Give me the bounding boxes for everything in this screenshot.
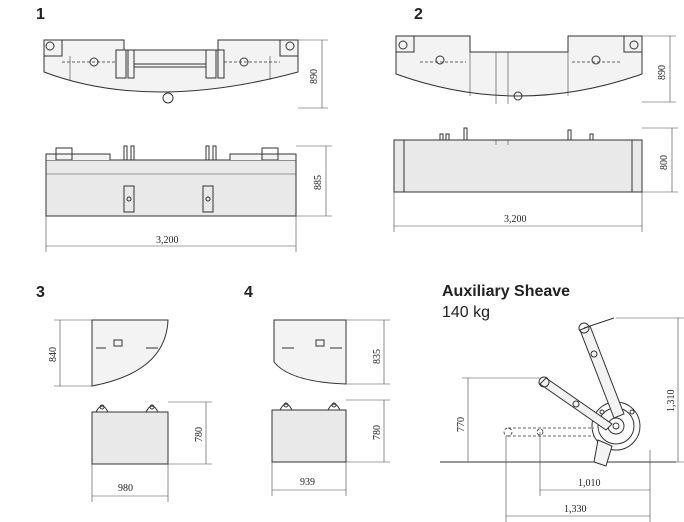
sheave-height-total-label: 1,310 [666,390,677,413]
figure-2-length-dimension: 3,200 [393,192,643,232]
sheave-reach-long-label: 1,330 [564,504,587,515]
figure-4-front-view [271,402,347,463]
sheave-title: Auxiliary Sheave [442,283,571,300]
figure-4-top-view [273,319,347,385]
figure-2-length-label: 3,200 [504,214,527,225]
sheave-height-total-dimension: 1,310 [616,317,684,463]
sheave-height-arm-dimension: 770 [456,377,540,462]
figure-4-top-height-dimension: 835 [346,319,390,385]
sheave-weight: 140 kg [442,304,491,321]
sheave-reach-long-dimension: 1,330 [505,436,650,522]
figure-1-top-height-label: 890 [309,69,320,84]
figure-3-number: 3 [36,284,45,301]
figure-2-side-height-dimension: 800 [642,127,678,193]
figure-1-length-label: 3,200 [156,235,179,246]
figure-3-top-height-dimension: 840 [48,319,92,387]
figure-1-side-height-label: 885 [313,175,324,190]
figure-2-top-height-label: 890 [657,65,668,80]
figure-1-top-view [43,39,299,104]
figure-2-top-view [395,35,643,104]
figure-2-side-height-label: 800 [659,155,670,170]
figure-4-width-label: 939 [300,477,315,488]
figure-3-width-label: 980 [118,483,133,494]
figure-1-side-view [45,145,297,217]
figure-4-top-height-label: 835 [372,349,383,364]
figure-2-side-view [393,127,643,193]
sheave-reach-short-dimension: 1,010 [539,432,651,522]
figure-2-number: 2 [414,6,423,23]
sheave-reach-short-label: 1,010 [578,478,601,489]
figure-4-number: 4 [244,284,253,301]
figure-3-top-view [91,319,169,387]
figure-1-length-dimension: 3,200 [45,216,297,252]
figure-3-front-height-label: 780 [194,427,205,442]
sheave-drawing [440,317,676,467]
figure-3-front-view [91,404,169,465]
figure-3-front-height-dimension: 780 [168,401,212,465]
figure-1-number: 1 [36,6,45,23]
sheave-height-arm-label: 770 [456,417,467,432]
figure-3-top-height-label: 840 [48,347,59,362]
figure-4-front-height-label: 780 [372,425,383,440]
figure-1-top-height-dimension: 890 [298,39,328,109]
figure-4-front-height-dimension: 780 [346,399,390,463]
figure-3-width-dimension: 980 [91,464,169,502]
figure-4-width-dimension: 939 [271,462,347,496]
figure-1-side-height-dimension: 885 [296,145,332,217]
figure-2-top-height-dimension: 890 [642,35,676,103]
